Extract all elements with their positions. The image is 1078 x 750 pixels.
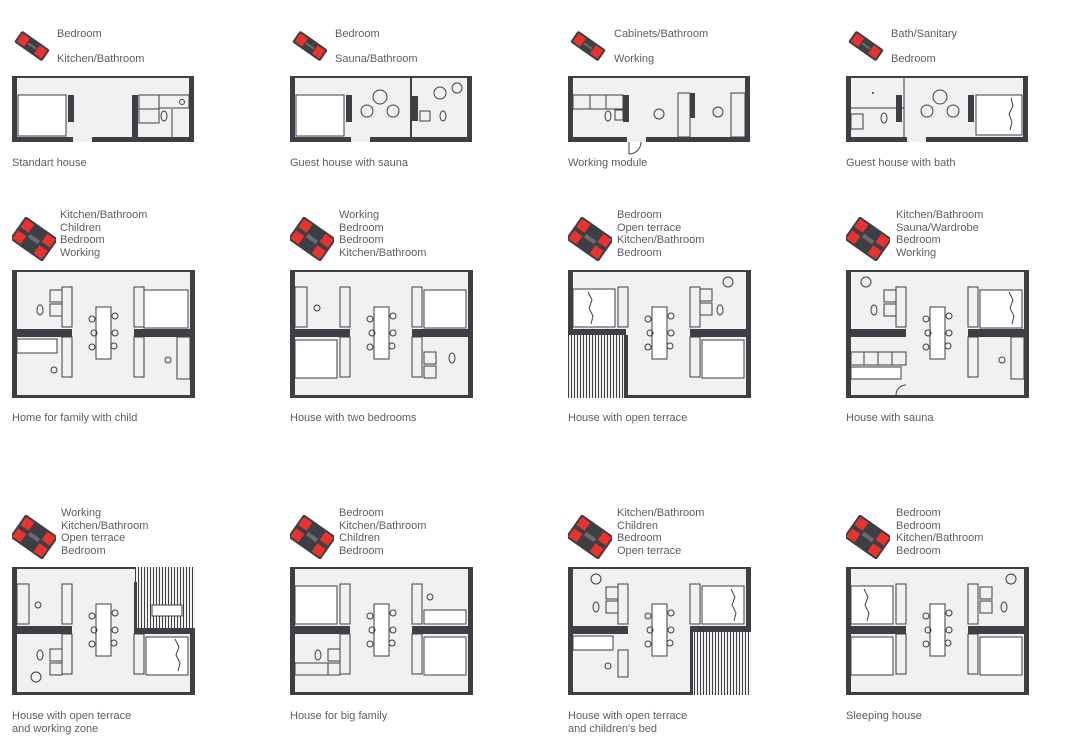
room-label: Sauna/Wardrobe xyxy=(896,221,979,234)
floor-plan-two-bedrooms[interactable] xyxy=(290,270,473,398)
room-label: Bedroom xyxy=(617,209,662,221)
layout-caption: House with open terrace and children's b… xyxy=(568,710,688,735)
layout-caption: House with open terrace xyxy=(568,412,688,424)
room-label: Open terrace xyxy=(617,544,682,557)
layout-caption: House with two bedrooms xyxy=(290,412,417,424)
room-label: Kitchen/Bathroom xyxy=(339,519,427,532)
layout-caption: Sleeping house xyxy=(846,710,922,722)
room-label: Working xyxy=(614,52,655,65)
room-label: Bedroom xyxy=(617,532,662,545)
room-label: Bedroom xyxy=(896,544,941,557)
module-configuration-icon xyxy=(848,31,884,61)
module-configuration-icon xyxy=(292,31,328,61)
room-label: Working xyxy=(339,209,380,221)
room-label: Bedroom xyxy=(891,52,936,65)
layout-caption: Guest house with bath xyxy=(846,157,956,169)
room-label: Bedroom xyxy=(339,507,384,519)
room-label: Open terrace xyxy=(61,532,126,545)
module-configuration-icon xyxy=(290,515,334,559)
room-label: Bedroom xyxy=(617,246,662,259)
floor-plan-big-family[interactable] xyxy=(290,567,473,695)
room-label: Bedroom xyxy=(335,28,380,40)
floor-plan-open-terrace[interactable] xyxy=(568,270,751,398)
layout-caption: Guest house with sauna xyxy=(290,157,409,169)
room-label: Kitchen/Bathroom xyxy=(896,532,984,545)
room-label: Children xyxy=(339,532,380,545)
room-label: Kitchen/Bathroom xyxy=(617,234,705,247)
room-label: Bedroom xyxy=(60,234,105,247)
room-label: Bedroom xyxy=(896,234,941,247)
room-label: Kitchen/Bathroom xyxy=(617,507,705,519)
room-label: Children xyxy=(617,519,658,532)
room-label: Working xyxy=(61,507,102,519)
module-configuration-icon xyxy=(846,217,890,261)
module-configuration-icon xyxy=(568,515,612,559)
module-configuration-icon xyxy=(846,515,890,559)
layout-caption: House with sauna xyxy=(846,412,934,424)
floor-plan-terrace-working[interactable] xyxy=(12,567,195,695)
room-label: Kitchen/Bathroom xyxy=(61,519,149,532)
floor-plan-terrace-children[interactable] xyxy=(568,567,751,695)
floor-plan-working-module[interactable] xyxy=(568,76,750,156)
room-label: Bedroom xyxy=(57,28,102,40)
floor-plan-guest-house-bath[interactable] xyxy=(846,76,1028,142)
room-label: Working xyxy=(60,246,101,259)
room-label: Working xyxy=(896,246,937,259)
layout-caption: House with open terrace and working zone xyxy=(12,710,132,735)
floor-plan-guest-house-sauna[interactable] xyxy=(290,76,472,142)
layout-caption: House for big family xyxy=(290,710,388,722)
module-configuration-icon xyxy=(570,31,606,61)
module-configuration-icon xyxy=(290,217,334,261)
layout-caption: Standart house xyxy=(12,157,87,169)
room-label: Bedroom xyxy=(896,507,941,519)
floor-plan-sleeping-house[interactable] xyxy=(846,567,1029,695)
room-label: Kitchen/Bathroom xyxy=(60,209,148,221)
module-configuration-icon xyxy=(568,217,612,261)
room-label: Kitchen/Bathroom xyxy=(57,52,145,65)
floor-plan-family-child[interactable] xyxy=(12,270,195,398)
room-label: Bedroom xyxy=(896,519,941,532)
layout-caption: Home for family with child xyxy=(12,412,138,424)
layout-caption: Working module xyxy=(568,157,648,169)
room-label: Bedroom xyxy=(339,544,384,557)
room-label: Bath/Sanitary xyxy=(891,28,958,40)
module-configuration-icon xyxy=(14,31,50,61)
module-configuration-icon xyxy=(12,217,56,261)
room-label: Children xyxy=(60,221,101,234)
room-label: Bedroom xyxy=(61,544,106,557)
floor-plan-sauna[interactable] xyxy=(846,270,1029,398)
room-label: Kitchen/Bathroom xyxy=(896,209,984,221)
room-label: Open terrace xyxy=(617,221,682,234)
room-label: Sauna/Bathroom xyxy=(335,52,418,65)
module-configuration-icon xyxy=(12,515,56,559)
room-label: Bedroom xyxy=(339,234,384,247)
room-label: Bedroom xyxy=(339,221,384,234)
room-label: Kitchen/Bathroom xyxy=(339,246,427,259)
room-label: Cabinets/Bathroom xyxy=(614,28,709,40)
floor-plan-standard-house[interactable] xyxy=(12,76,194,142)
